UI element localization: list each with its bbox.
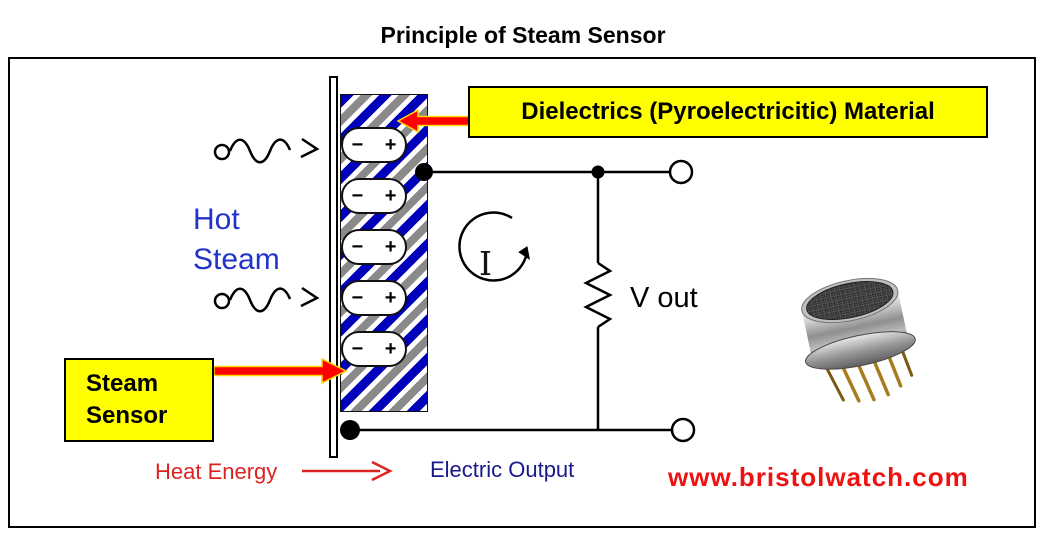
heat-energy-label: Heat Energy bbox=[155, 459, 278, 484]
hot-steam-label: Hot Steam bbox=[193, 200, 280, 280]
website-label: www.bristolwatch.com bbox=[668, 462, 969, 492]
dielectrics-material-label: Dielectrics (Pyroelectricitic) Material bbox=[468, 86, 988, 138]
current-symbol-label: I bbox=[479, 244, 493, 283]
capacitor-cell: − + bbox=[341, 229, 407, 265]
vout-label: V out bbox=[630, 282, 698, 314]
dielectrics-material-label-text: Dielectrics (Pyroelectricitic) Material bbox=[521, 98, 935, 125]
diagram-border bbox=[8, 57, 1036, 528]
sensor-plate bbox=[329, 76, 338, 458]
page-title: Principle of Steam Sensor bbox=[380, 22, 666, 48]
capacitor-cell: − + bbox=[341, 331, 407, 367]
hot-steam-label-line2: Steam bbox=[193, 243, 280, 276]
steam-sensor-label-line1: Steam bbox=[86, 369, 159, 397]
electric-output-label: Electric Output bbox=[430, 457, 575, 482]
steam-sensor-label-line2: Sensor bbox=[86, 402, 168, 429]
hot-steam-label-line1: Hot bbox=[193, 203, 240, 236]
steam-sensor-label: Steam Sensor bbox=[64, 358, 214, 442]
capacitor-cell: − + bbox=[341, 127, 407, 163]
capacitor-cell: − + bbox=[341, 178, 407, 214]
capacitor-cell: − + bbox=[341, 280, 407, 316]
